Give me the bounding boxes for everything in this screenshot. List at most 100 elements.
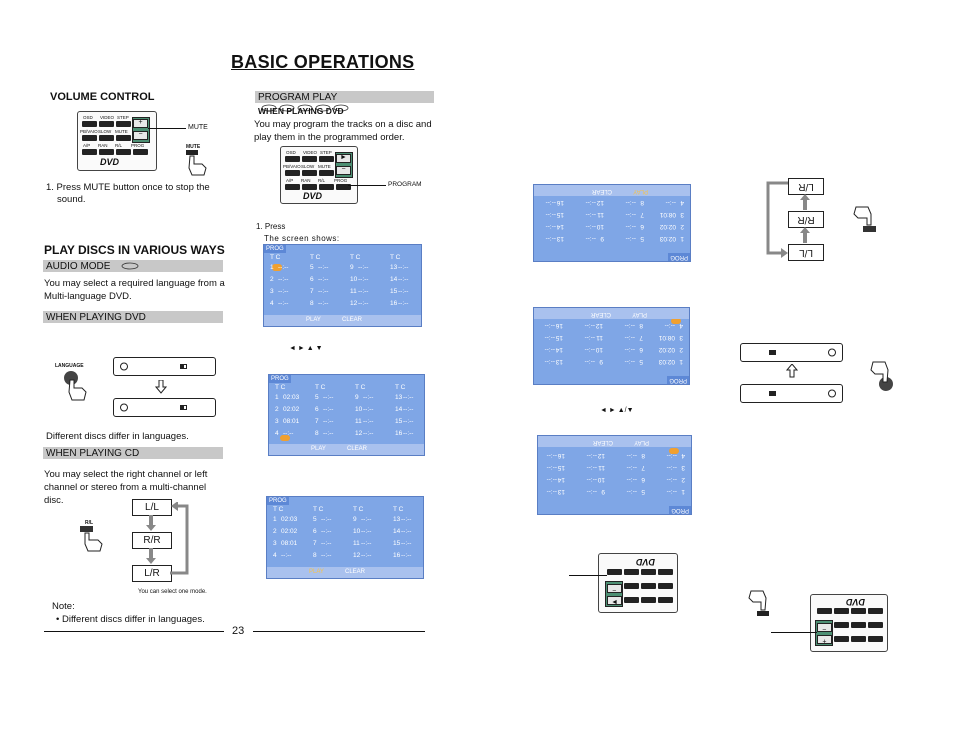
screen-track-number: 13 [395,394,403,401]
note-title: Note: [52,601,75,612]
screen-track-time: --:-- [403,418,414,425]
screen-track-number: 1 [270,264,274,271]
program-desc-1: You may program the tracks on a disc and [254,119,432,130]
volume-step-1: 1. Press MUTE button once to stop the [46,182,210,193]
screen-track-number: 5 [641,488,645,495]
screen-track-number: 6 [310,276,314,283]
screen-track-time: --:-- [278,288,289,295]
screen-track-time: --:-- [321,528,332,535]
play-discs-heading: PLAY DISCS IN VARIOUS WAYS [44,243,225,257]
hand-press-icon [186,150,207,176]
screen-track-time: --:-- [398,276,409,283]
screen-track-number: 12 [595,322,603,329]
screen-track-time: --:-- [585,199,596,206]
screen-track-time: --:-- [625,199,636,206]
screen-track-number: 5 [315,394,319,401]
screen-track-number: 16 [393,552,401,559]
screen-track-time: --:-- [401,516,412,523]
screen-track-number: 10 [350,276,358,283]
screen-track-number: 4 [273,552,277,559]
screen-track-time: --:-- [321,540,332,547]
screen-track-number: 15 [555,334,563,341]
screen-track-number: 9 [600,235,604,242]
screen-footer: PLAY CLEAR [538,436,691,447]
screen-track-time: --:-- [546,464,557,471]
mode-loop-arrow-icon [170,502,189,575]
screen-track-time: 08:01 [281,540,298,547]
language-button-press-icon [64,371,87,401]
screen-track-time: --:-- [318,264,329,271]
screen-track-time: --:-- [584,322,595,329]
screen-track-number: 9 [350,264,354,271]
screen-track-number: 3 [681,464,685,471]
screen-track-number: 10 [353,528,361,535]
mirrored-language-button-press-icon [870,361,893,391]
screen-track-number: 5 [640,235,644,242]
screen-track-number: 2 [273,528,277,535]
screen-track-time: --:-- [585,211,596,218]
screen-track-time: 02:02 [659,223,676,230]
screen-track-time: 08:01 [658,334,675,341]
screen-track-time: --:-- [666,464,677,471]
mirrored-mode-box-lr: L/R [788,178,824,195]
screen-track-number: 8 [310,300,314,307]
screen-track-time: --:-- [544,358,555,365]
screen-track-number: 15 [395,418,403,425]
screen-track-number: 11 [355,418,362,425]
screen-track-number: 1 [681,488,685,495]
screen-track-time: --:-- [363,418,374,425]
screen-track-number: 13 [557,488,565,495]
screen-track-number: 7 [310,288,314,295]
screen-track-number: 12 [597,452,605,459]
mode-box-lr: L/R [132,565,172,582]
rl-button-press-icon [80,526,103,552]
screen-track-number: 7 [313,540,317,547]
screen-track-time: 02:03 [281,516,298,523]
screen-track-number: 14 [556,223,564,230]
screen-track-time: --:-- [401,552,412,559]
note-item: • Different discs differ in languages. [56,614,205,625]
program-screen-1: PROG T C T C T C T C PLAY CLEAR 1--:--5-… [263,244,422,327]
screen-track-number: 11 [597,211,604,218]
screen-track-number: 13 [556,235,564,242]
screen-track-time: --:-- [318,288,329,295]
cd-desc-2: channel or stereo from a multi-channel [44,482,207,493]
screen-track-time: --:-- [321,516,332,523]
language-display-icons [120,403,187,412]
language-display-1 [113,357,216,376]
screen-track-number: 7 [640,211,644,218]
screen-track-number: 1 [275,394,279,401]
screen-track-time: --:-- [358,264,369,271]
screen-track-time: --:-- [544,334,555,341]
screen-track-number: 11 [353,540,360,547]
screen-track-number: 1 [679,358,683,365]
remote-illustration-volume: OSD VIDEO STEP PB/VAIO SLOW MUTE A/P RAN… [77,111,157,171]
audio-mode-bar: AUDIO MODE [43,260,223,272]
language-display-2 [113,398,216,417]
screen-track-number: 9 [599,358,603,365]
screen-track-number: 4 [680,199,684,206]
screen-track-number: 16 [395,430,403,437]
language-display-icons [769,348,836,357]
screen-track-number: 4 [270,300,274,307]
screen-track-time: --:-- [624,346,635,353]
screen-shows-text: The screen shows: [264,234,340,243]
screen-track-number: 10 [596,223,604,230]
mirrored-program-screen-3: PROG PLAY CLEAR 1--:--5--:--9--:--13--:-… [537,435,692,515]
screen-track-number: 13 [390,264,398,271]
screen-track-time: --:-- [358,300,369,307]
screen-track-number: 3 [270,288,274,295]
screen-track-time: --:-- [584,334,595,341]
screen-track-time: --:-- [626,476,637,483]
screen-track-time: --:-- [626,464,637,471]
screen-track-number: 14 [555,346,563,353]
mirrored-mode-loop-arrow-icon [766,181,788,258]
screen-track-time: --:-- [358,288,369,295]
screen-track-time: --:-- [586,452,597,459]
screen-track-number: 5 [313,516,317,523]
screen-track-time: --:-- [664,322,675,329]
screen-track-time: --:-- [278,276,289,283]
screen-track-time: --:-- [624,334,635,341]
screen-track-time: --:-- [323,394,334,401]
screen-track-time: --:-- [398,288,409,295]
